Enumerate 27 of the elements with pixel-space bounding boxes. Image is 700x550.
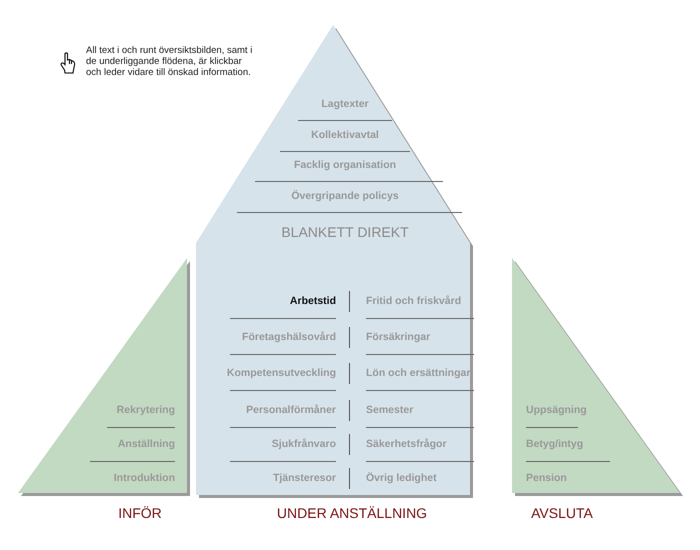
menu-link: Semester — [366, 403, 414, 417]
menu-link: Tjänsteresor — [272, 471, 336, 485]
menu-link: Anställning — [118, 437, 175, 451]
section-heading: AVSLUTA — [531, 505, 593, 521]
menu-link: Personalförmåner — [246, 403, 336, 417]
menu-link: Sjukfrånvaro — [272, 437, 336, 451]
menu-link: Kompetensutveckling — [226, 366, 336, 380]
menu-link: Fritid och friskvård — [366, 294, 462, 308]
menu-link: Betyg/intyg — [526, 437, 584, 451]
menu-link: Arbetstid — [290, 294, 336, 308]
menu-link: Företagshälsovård — [242, 330, 336, 344]
menu-link: Introduktion — [114, 471, 175, 485]
menu-link: Övrig ledighet — [366, 471, 437, 485]
section-heading: UNDER ANSTÄLLNING — [276, 505, 428, 521]
menu-link: Säkerhetsfrågor — [366, 437, 447, 451]
menu-link: Försäkringar — [366, 330, 430, 344]
menu-link: Uppsägning — [526, 403, 587, 417]
menu-link: Rekrytering — [116, 403, 175, 417]
menu-link: Lön och ersättningar — [366, 366, 470, 380]
instruction-note: All text i och runt översiktsbilden, samt i de underliggande flödena, är klickbar och leder vidare till önskad information. — [86, 45, 254, 78]
menu-link: Pension — [526, 471, 567, 485]
menu-link: BLANKETT DIREKT — [281, 224, 409, 240]
menu-link: Övergripande policys — [291, 189, 399, 203]
section-heading: INFÖR — [118, 505, 162, 521]
menu-link: Kollektivavtal — [311, 128, 379, 142]
menu-link: Facklig organisation — [294, 158, 396, 172]
menu-link: Lagtexter — [321, 97, 369, 111]
